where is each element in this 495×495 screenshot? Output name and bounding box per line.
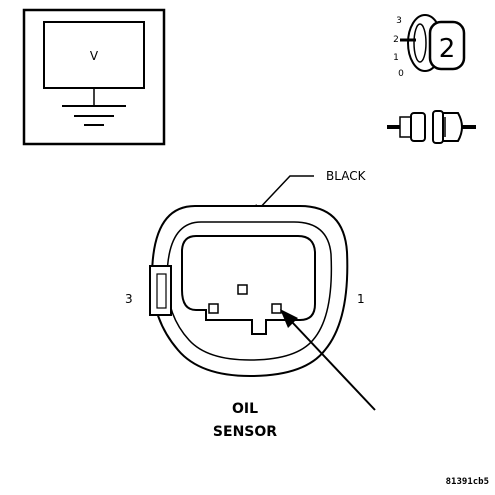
ignition-key-icon — [428, 20, 466, 71]
ignition-position-3: 3 — [396, 16, 402, 26]
ignition-position-1: 1 — [393, 53, 399, 63]
figure-id: 81391cb5 — [446, 477, 489, 487]
terminal-pin-1 — [271, 303, 282, 314]
ignition-position-0: 0 — [398, 69, 404, 79]
connector-disconnect-icon — [387, 110, 476, 144]
voltmeter-unit-label: V — [90, 49, 99, 63]
pin-number-left: 3 — [125, 292, 133, 306]
ground-symbol-icon — [62, 105, 126, 126]
connector-name-line2: SENSOR — [213, 424, 277, 440]
ignition-position-2: 2 — [393, 35, 399, 45]
voltmeter-frame — [22, 8, 166, 146]
terminal-pin-3 — [208, 303, 219, 314]
voltmeter-icon: V — [22, 8, 166, 146]
connector-name-line1: OIL — [232, 401, 258, 417]
terminal-pin-2 — [237, 284, 248, 295]
pin-number-right: 1 — [357, 292, 365, 306]
connector-face: 3 1 — [125, 205, 365, 378]
connector-color-label: BLACK — [326, 169, 367, 183]
ignition-switch-icon: 3 2 1 0 2 — [393, 14, 466, 79]
terminal-pointer-arrow — [280, 309, 376, 411]
ignition-selected-position: 2 — [439, 34, 456, 64]
